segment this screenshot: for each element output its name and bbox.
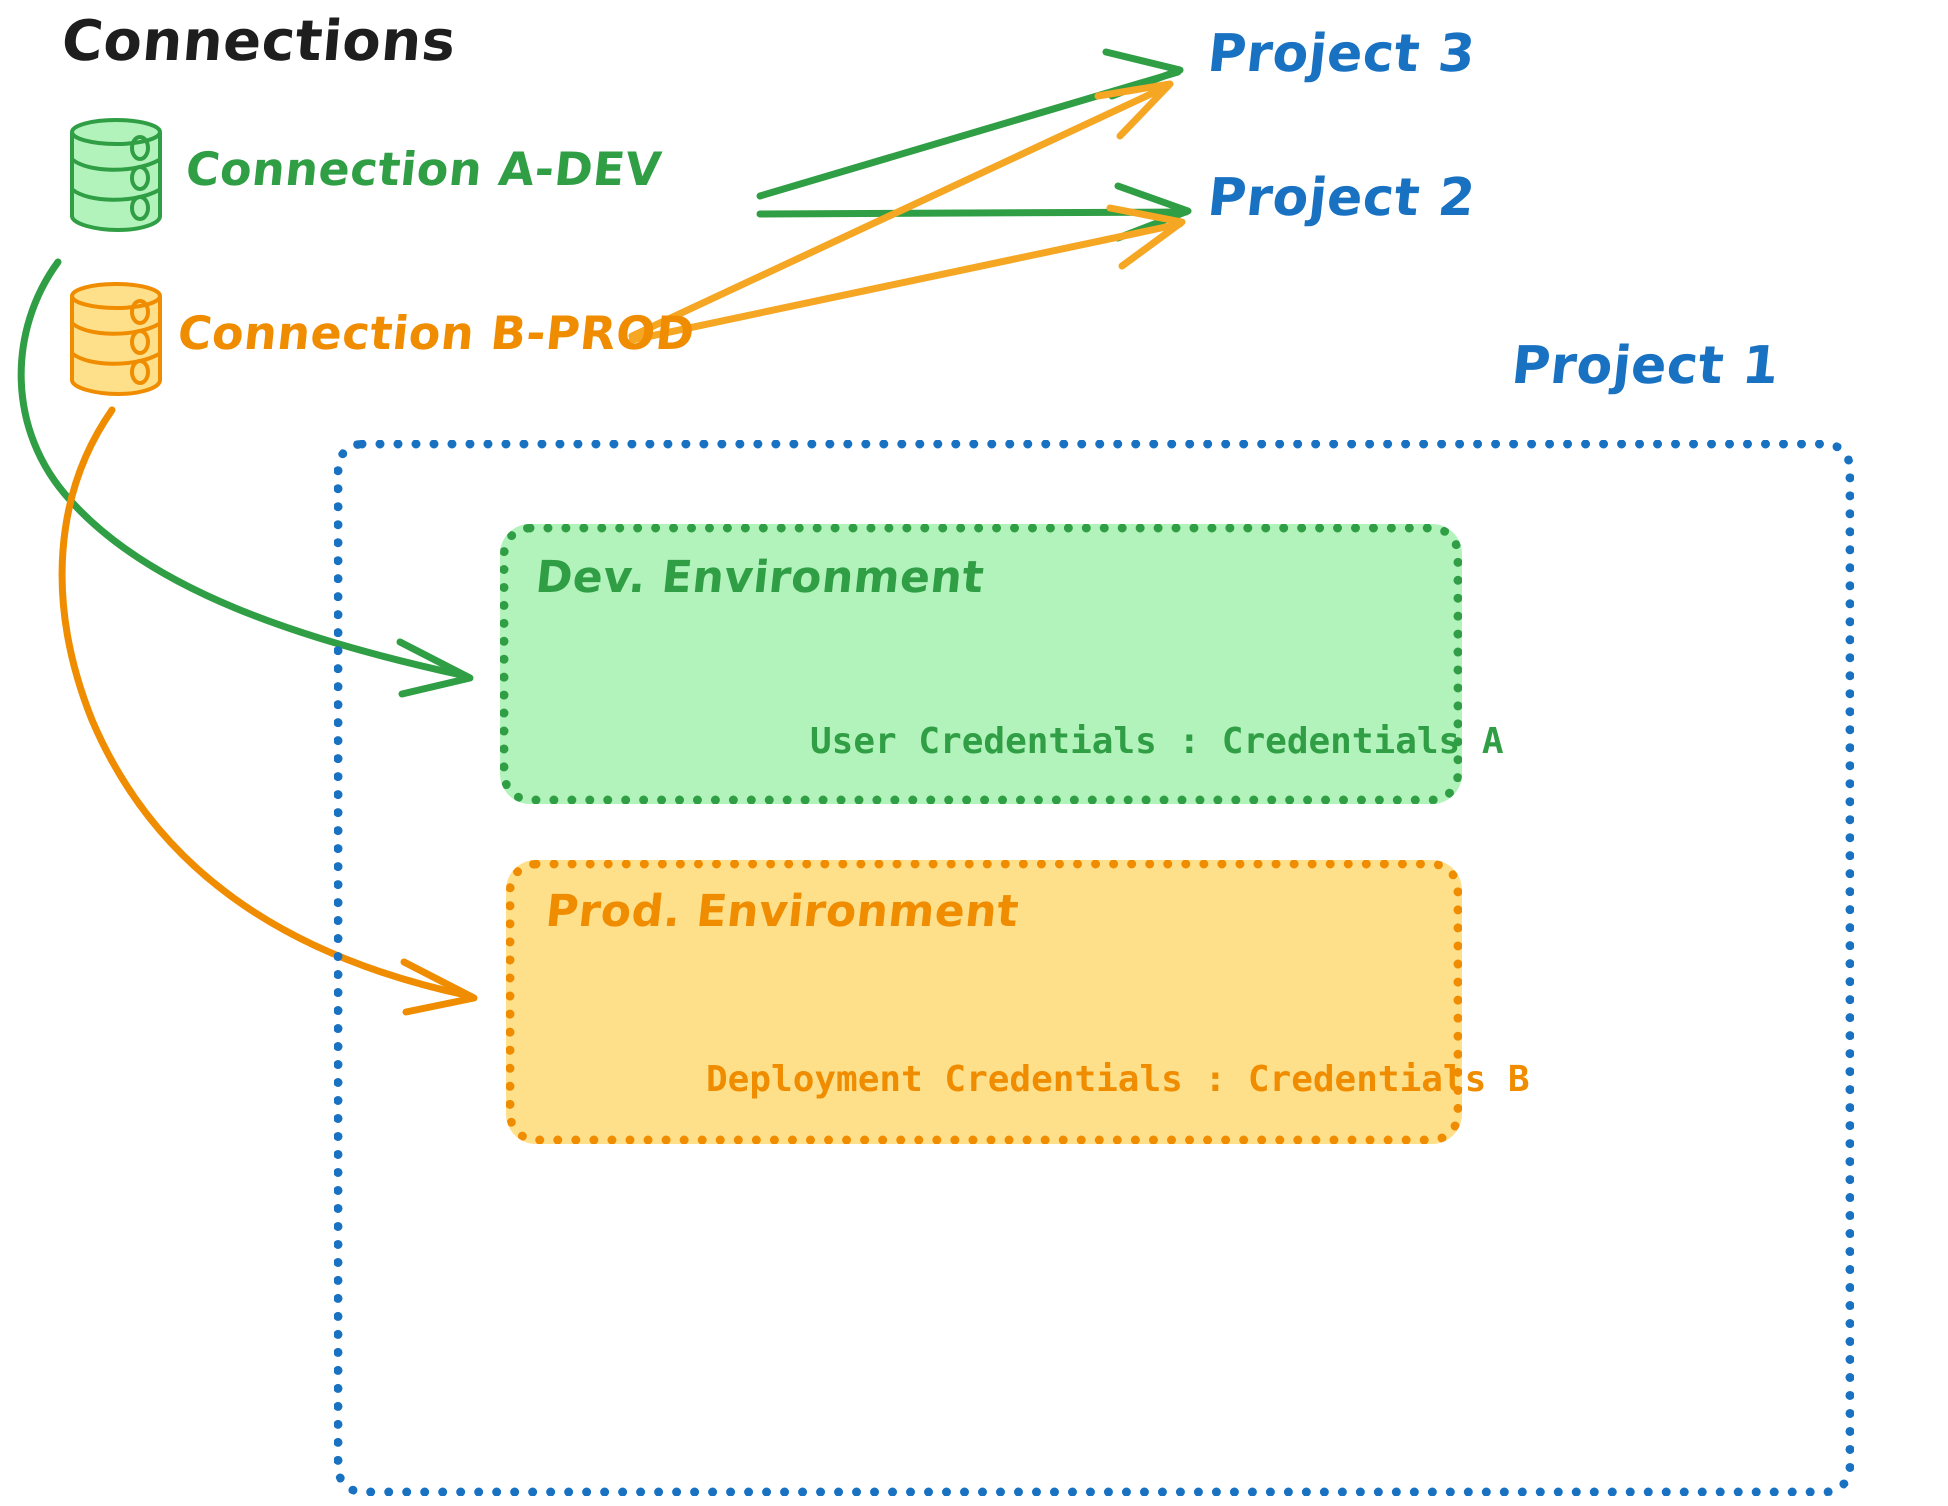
edge-a-dev-to-project-3 [756,48,1184,200]
prod-environment-credentials: Deployment Credentials : Credentials B [706,1059,1530,1100]
edge-b-prod-to-project-3 [628,80,1174,340]
project-1-label: Project 1 [1508,336,1783,396]
page-title: Connections [59,9,459,74]
project-1-boundary [334,440,1854,1496]
connection-a-label: Connection A-DEV [183,142,665,196]
project-3-label: Project 3 [1204,24,1479,84]
dev-environment-credentials: User Credentials : Credentials A [810,721,1504,762]
edge-b-prod-to-prod-environment [58,406,478,1016]
database-icon-connection-b [62,276,182,405]
prod-environment-title: Prod. Environment [543,886,1022,937]
project-2-label: Project 2 [1204,168,1479,228]
edge-b-prod-to-project-2 [628,204,1186,344]
dev-environment-box [500,524,1462,804]
edge-a-dev-to-dev-environment [17,258,474,698]
connection-b-label: Connection B-PROD [175,306,698,360]
dev-environment-title: Dev. Environment [533,552,987,603]
prod-environment-box [506,860,1462,1144]
database-icon-connection-a [62,112,182,241]
